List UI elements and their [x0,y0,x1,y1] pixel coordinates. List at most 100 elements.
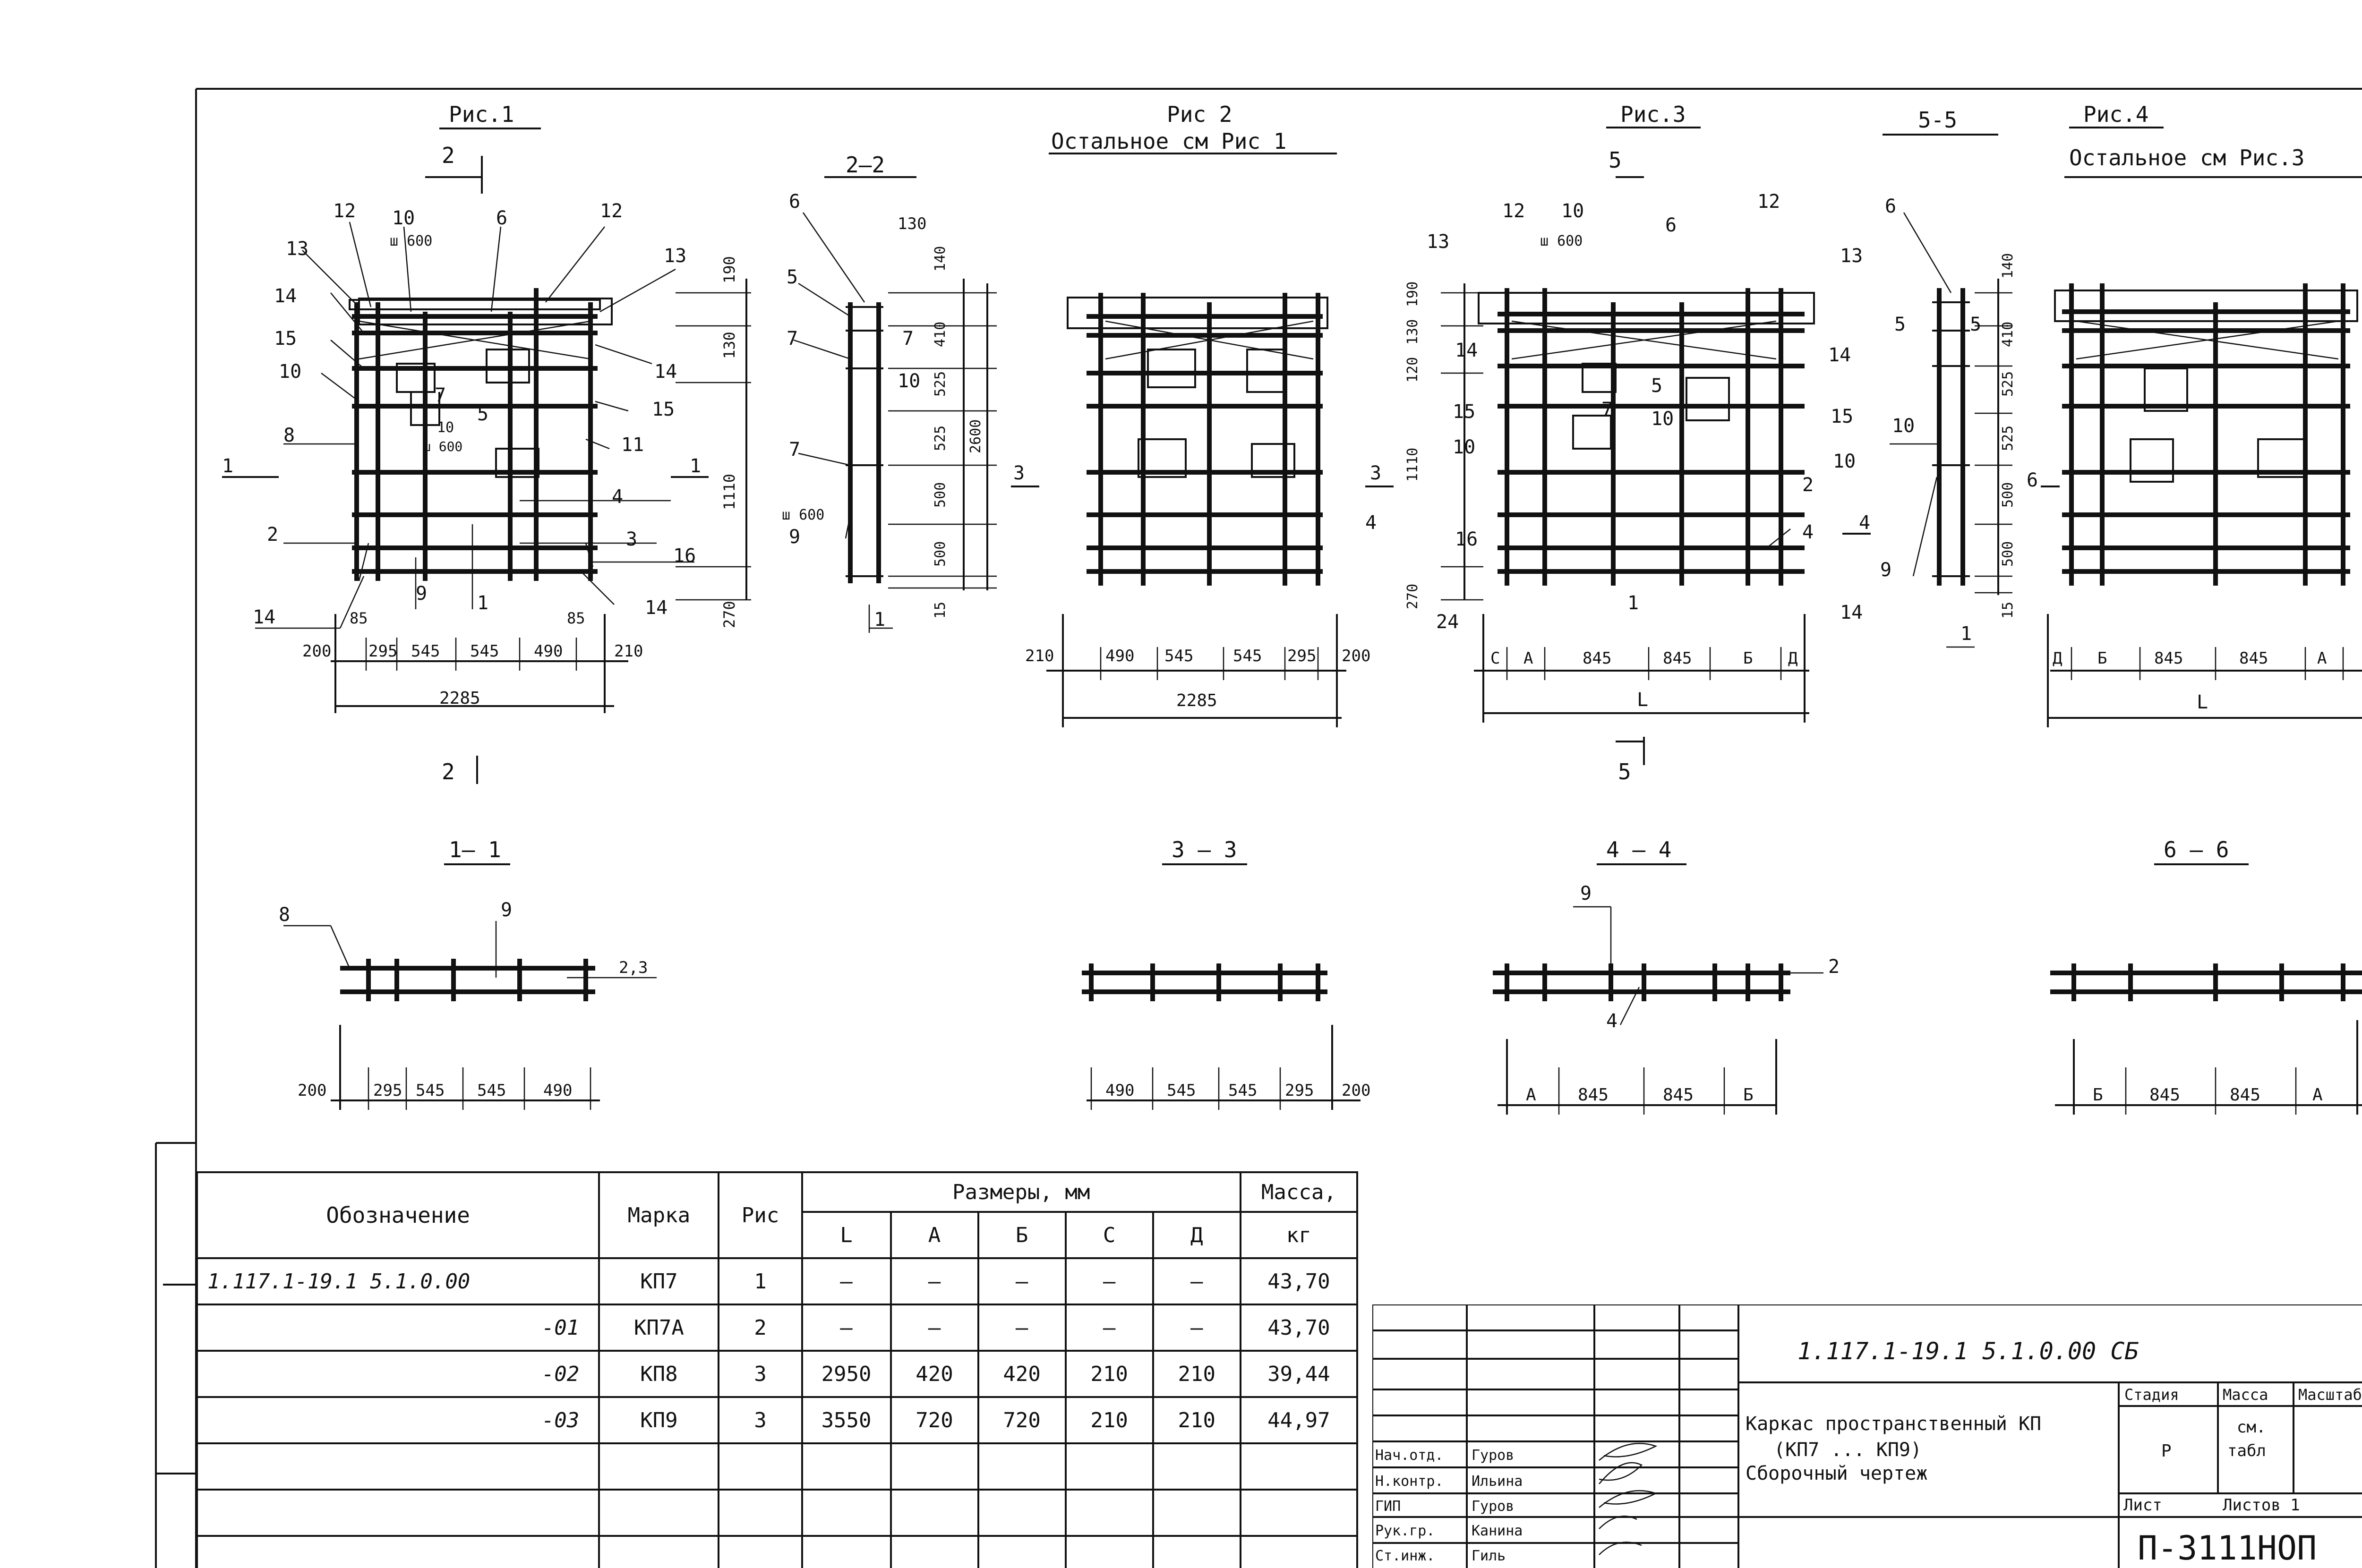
sec55-title: 5-5 [1918,107,1957,133]
fig1-pos-2: 2 [267,524,278,545]
name-2: Ильина [1472,1473,1523,1490]
sec22-vdim-525b: 525 [932,426,949,451]
fig4-dim-1: Б [2097,649,2107,668]
table-row: -03 КП9 3 3550 720 720 210 210 44,97 [196,1396,1359,1444]
row-B: 720 [977,1396,1067,1444]
fig1-pos-13a: 13 [286,238,308,260]
row-C: 210 [1064,1350,1154,1398]
row-A: — [890,1304,979,1352]
row-B: — [977,1257,1067,1305]
doc-name-line2: (КП7 ... КП9) [1774,1439,1922,1461]
sec55-vdim-500b: 500 [2000,541,2016,567]
role-1: Нач.отд. [1375,1447,1444,1464]
fig1-pos-12b: 12 [600,200,623,222]
fig3-dim-1: А [1523,649,1533,668]
sec66-dim-1: 845 [2149,1085,2180,1105]
fig3-cut-bottom: 5 [1618,759,1631,784]
fig1-pos-14b: 14 [253,606,275,628]
fig3-pos-6: 6 [1665,214,1677,236]
sec11-pos-8: 8 [279,904,290,926]
table-row: -01 КП7А 2 — — — — — 43,70 [196,1304,1359,1352]
fig3-title: Рис.3 [1620,102,1686,127]
row-A: 720 [890,1396,979,1444]
fig1-vdim-1110: 1110 [720,474,738,510]
sec11-pos-9: 9 [501,899,512,921]
fig3-dim-0: С [1490,649,1500,668]
sec66-title: 6 — 6 [2164,837,2229,862]
fig1-pos-9: 9 [416,583,427,605]
sec22-pos-7b: 7 [902,328,914,349]
fig4-dim-3: 845 [2239,649,2268,668]
sec22-pos-7c: 7 [789,439,800,460]
fig3-pos-14b: 14 [1828,344,1851,366]
fig3-cut4-right: 4 [1859,512,1870,534]
fig1-pos-15b: 15 [652,399,675,420]
sec55-pos-5b: 5 [1970,314,1981,335]
stage-value: Р [2161,1441,2172,1461]
table-row: -02 КП8 3 2950 420 420 210 210 39,44 [196,1350,1359,1398]
fig1-pos-12a: 12 [333,200,356,222]
fig1-step-600b: ш 600 [423,439,462,454]
header-size-D: Д [1152,1211,1241,1259]
fig1-dim-1: 295 [368,642,397,661]
header-size-A: А [890,1211,979,1259]
row-C: 210 [1064,1396,1154,1444]
fig1-dim-3: 545 [470,642,499,661]
header-mass: Масса, [1239,1171,1359,1213]
name-5: Гиль [1472,1548,1506,1564]
sec44-title: 4 — 4 [1606,837,1671,862]
sec22-pos-1: 1 [874,609,885,631]
section-1-1 [283,863,657,1110]
doc-code: 1.117.1-19.1 5.1.0.00 СБ [1797,1338,2139,1365]
table-row-empty [196,1489,1359,1537]
fig2-title: Рис 2 [1167,102,1232,127]
fig3-pos-10d: 10 [1833,451,1856,472]
fig4-cut6-left: 6 [2027,469,2038,491]
fig1-pos-4: 4 [612,486,623,508]
sec33-title: 3 — 3 [1172,837,1237,862]
row-fig: 2 [718,1304,803,1352]
row-mark: КП7А [598,1304,720,1352]
fig1-cut-top: 2 [442,143,455,168]
fig1-cut1-right: 1 [690,455,701,477]
title-block: 1.117.1-19.1 5.1.0.00 СБ Каркас простран… [1372,1304,2362,1568]
sec22-vdim-525a: 525 [932,371,949,397]
sec55-vdim-410: 410 [2000,322,2016,347]
sec33-dim-3: 295 [1285,1081,1314,1100]
sec22-pos-7a: 7 [787,328,798,349]
fig3-vdim-270: 270 [1404,584,1421,609]
fig2-dim-5: 200 [1342,647,1370,665]
fig1-pos-14d: 14 [654,361,677,383]
fig4-dim-total: L [2197,691,2208,713]
row-L: — [801,1304,892,1352]
fig1-pos-8: 8 [283,425,295,446]
fig3-cut4-left: 4 [1365,512,1377,534]
header-size-C: С [1064,1211,1154,1259]
fig1-step-600: ш 600 [390,233,432,249]
corner-code: П-3111НОП [2138,1529,2317,1568]
row-A: — [890,1257,979,1305]
row-B: 420 [977,1350,1067,1398]
fig2-dim-0: 210 [1025,647,1054,665]
row-fig: 1 [718,1257,803,1305]
sec22-vdim-500b: 500 [932,541,949,567]
row-mark: КП9 [598,1396,720,1444]
sec44-dim-3: Б [1743,1085,1754,1105]
mass-header: Масса [2223,1386,2268,1404]
table-row: 1.117.1-19.1 5.1.0.00 КП7 1 — — — — — 43… [196,1257,1359,1305]
sec55-vdim-525b: 525 [2000,426,2016,451]
sec44-pos-2: 2 [1828,956,1840,978]
fig3-cut-top: 5 [1609,147,1622,173]
fig3-vdim-120: 120 [1404,357,1421,383]
sec22-dim-130: 130 [898,214,926,233]
fig1-pos-15a: 15 [274,328,297,349]
row-B: — [977,1304,1067,1352]
sec22-step-600: ш 600 [782,507,824,523]
table-row-empty [196,1535,1359,1568]
figure-2 [1011,153,1394,727]
header-sizes: Размеры, мм [801,1171,1241,1213]
fig1-dim-4: 490 [534,642,563,661]
fig3-dim-2: 845 [1583,649,1611,668]
row-D: — [1152,1257,1241,1305]
